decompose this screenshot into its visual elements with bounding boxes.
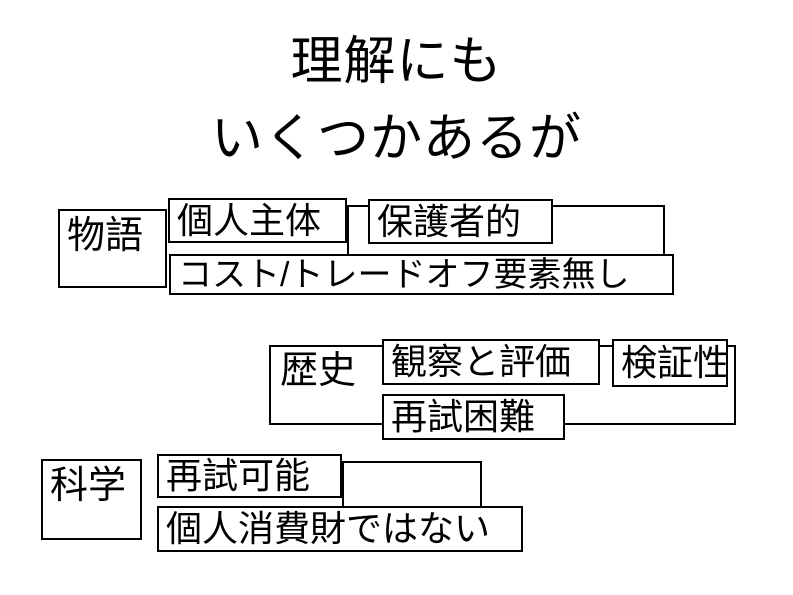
narrative-attr-2: 保護者的 (377, 200, 522, 242)
science-label: 科学 (50, 465, 127, 507)
narrative-attr-box-1: 個人主体 (168, 198, 347, 243)
history-attr-box-2: 検証性 (612, 339, 730, 387)
history-attr-3: 再試困難 (391, 396, 536, 437)
science-row-connector-box (342, 461, 482, 509)
narrative-label-box: 物語 (58, 209, 167, 288)
slide-title-line1: 理解にも (290, 33, 503, 91)
narrative-attr-3: コスト/トレードオフ要素無し (178, 255, 630, 294)
slide-title-line2: いくつかあるが (210, 110, 582, 168)
narrative-attr-box-3: コスト/トレードオフ要素無し (169, 254, 674, 295)
history-attr-2: 検証性 (621, 342, 730, 383)
science-attr-box-1: 再試可能 (157, 454, 342, 498)
narrative-attr-box-2: 保護者的 (368, 199, 553, 244)
science-attr-box-2: 個人消費財ではない (157, 506, 523, 552)
narrative-label: 物語 (67, 215, 144, 257)
history-attr-box-3: 再試困難 (382, 394, 565, 440)
science-attr-2: 個人消費財ではない (166, 508, 491, 549)
history-label: 歴史 (280, 350, 357, 392)
science-attr-1: 再試可能 (166, 455, 311, 496)
history-attr-1: 観察と評価 (391, 341, 572, 382)
history-attr-box-1: 観察と評価 (382, 339, 600, 385)
narrative-attr-1: 個人主体 (177, 199, 322, 241)
science-label-box: 科学 (41, 459, 142, 540)
